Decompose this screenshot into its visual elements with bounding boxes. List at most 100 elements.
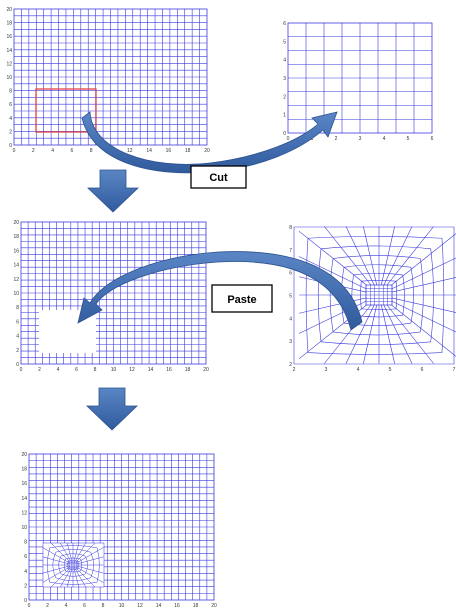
x-tick-label: 8 xyxy=(90,148,93,154)
y-tick-label: 5 xyxy=(289,294,292,300)
paste-label: Paste xyxy=(227,294,256,306)
x-tick-label: 18 xyxy=(185,148,191,154)
y-tick-label: 3 xyxy=(289,339,292,345)
x-tick-label: 14 xyxy=(146,148,152,154)
y-tick-label: 8 xyxy=(16,305,19,311)
mesh-spoke xyxy=(298,297,367,314)
mesh-spoke xyxy=(363,226,378,286)
y-tick-label: 14 xyxy=(21,496,27,502)
y-tick-label: 8 xyxy=(9,89,12,95)
x-tick-label: 12 xyxy=(127,148,133,154)
cut-label-box xyxy=(190,165,247,189)
x-tick-label: 4 xyxy=(357,367,360,373)
y-tick-label: 14 xyxy=(6,48,12,54)
mesh-ring xyxy=(317,245,434,345)
mesh-spoke xyxy=(363,304,378,364)
mesh-spoke xyxy=(391,300,456,333)
y-tick-label: 1 xyxy=(283,113,286,119)
y-tick-label: 10 xyxy=(13,291,19,297)
mesh-spoke xyxy=(73,542,80,562)
y-tick-label: 20 xyxy=(6,7,12,13)
mesh-spoke xyxy=(345,226,375,286)
x-tick-label: 6 xyxy=(75,367,78,373)
mesh-spoke xyxy=(66,568,73,588)
x-tick-label: 4 xyxy=(65,603,68,609)
mesh-spoke xyxy=(75,568,86,588)
x-tick-label: 2 xyxy=(293,367,296,373)
x-tick-label: 20 xyxy=(203,367,209,373)
y-tick-label: 2 xyxy=(9,129,12,135)
x-tick-label: 8 xyxy=(102,603,105,609)
x-tick-label: 20 xyxy=(211,603,217,609)
mesh-spoke xyxy=(50,568,70,588)
mesh-spoke xyxy=(391,257,456,290)
mesh-ring xyxy=(305,236,445,355)
mesh-spoke xyxy=(60,568,71,588)
y-tick-label: 14 xyxy=(13,263,19,269)
mesh-ring xyxy=(293,226,455,365)
mesh-spoke xyxy=(345,304,375,364)
x-tick-label: 4 xyxy=(383,136,386,142)
x-tick-label: 0 xyxy=(287,136,290,142)
cut-result-grid-panel: 01234560123456 xyxy=(283,21,433,142)
x-tick-label: 18 xyxy=(193,603,199,609)
y-tick-label: 18 xyxy=(21,467,27,473)
y-tick-label: 16 xyxy=(6,34,12,40)
x-tick-label: 18 xyxy=(185,367,191,373)
mesh-spoke xyxy=(77,547,104,563)
mesh-spoke xyxy=(76,568,96,588)
mesh-spoke xyxy=(324,304,372,364)
y-tick-label: 2 xyxy=(283,94,286,100)
y-tick-label: 0 xyxy=(9,143,12,149)
y-tick-label: 0 xyxy=(283,131,286,137)
x-tick-label: 0 xyxy=(20,367,23,373)
mesh-spoke xyxy=(66,542,73,562)
mesh-spoke xyxy=(391,233,456,286)
x-tick-label: 0 xyxy=(28,603,31,609)
x-tick-label: 6 xyxy=(421,367,424,373)
mesh-spoke xyxy=(77,556,104,564)
x-tick-label: 20 xyxy=(204,148,210,154)
y-tick-label: 8 xyxy=(24,540,27,546)
mesh-spoke xyxy=(42,567,69,583)
x-tick-label: 6 xyxy=(431,136,434,142)
y-tick-label: 2 xyxy=(289,362,292,368)
mesh-spoke xyxy=(77,567,104,583)
mesh-spoke xyxy=(76,542,96,562)
y-tick-label: 20 xyxy=(13,220,19,226)
x-tick-label: 10 xyxy=(119,603,125,609)
y-tick-label: 4 xyxy=(16,334,19,340)
down-arrow-1 xyxy=(87,169,139,213)
mesh-spoke xyxy=(50,542,70,562)
paste-label-box xyxy=(211,284,273,313)
x-tick-label: 16 xyxy=(174,603,180,609)
cut-curved-arrow xyxy=(81,111,338,174)
y-tick-label: 20 xyxy=(21,452,27,458)
mesh-spoke xyxy=(42,566,69,574)
mesh-ring xyxy=(341,264,414,326)
mesh-spoke xyxy=(42,547,69,563)
x-tick-label: 2 xyxy=(46,603,49,609)
y-tick-label: 18 xyxy=(13,234,19,240)
y-tick-label: 10 xyxy=(6,75,12,81)
mesh-ring xyxy=(329,255,424,336)
x-tick-label: 12 xyxy=(137,603,143,609)
y-tick-label: 2 xyxy=(24,583,27,589)
x-tick-label: 0 xyxy=(13,148,16,154)
x-tick-label: 14 xyxy=(148,367,154,373)
paste-curved-arrow xyxy=(77,251,363,331)
x-tick-label: 6 xyxy=(71,148,74,154)
y-tick-label: 3 xyxy=(283,76,286,82)
x-tick-label: 14 xyxy=(156,603,162,609)
mesh-spoke xyxy=(298,256,367,290)
x-tick-label: 12 xyxy=(129,367,135,373)
y-tick-label: 16 xyxy=(13,248,19,254)
y-tick-label: 6 xyxy=(283,21,286,27)
mesh-spoke xyxy=(386,304,434,364)
x-tick-label: 2 xyxy=(38,367,41,373)
mesh-spoke xyxy=(383,226,413,286)
y-tick-label: 6 xyxy=(24,554,27,560)
